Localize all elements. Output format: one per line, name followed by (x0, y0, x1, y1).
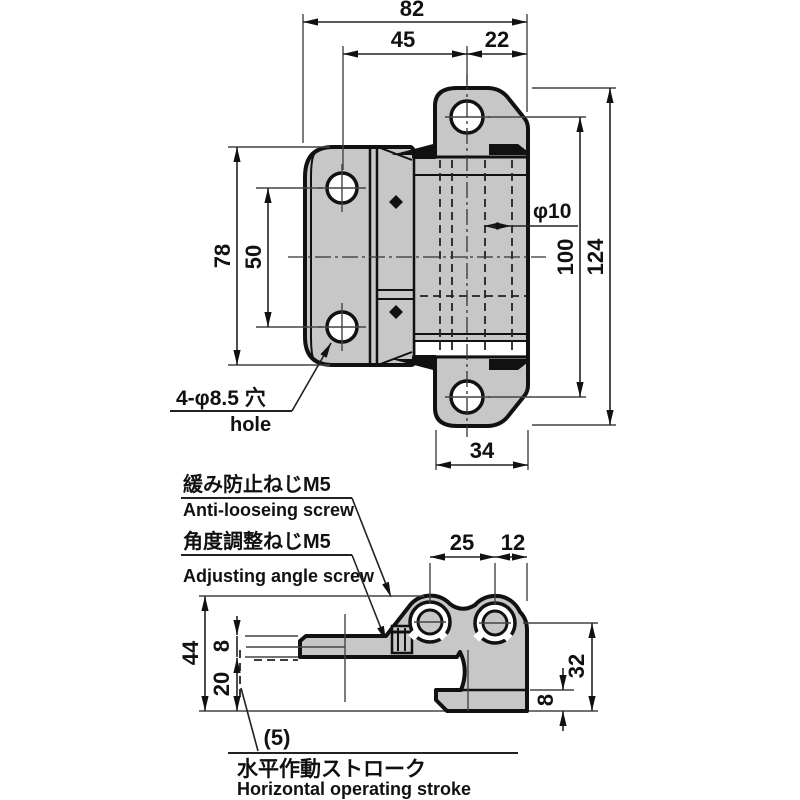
dim-text-82: 82 (400, 0, 424, 21)
dim-text-12: 12 (501, 530, 525, 555)
dim-text-44: 44 (178, 640, 203, 665)
dim-text-50: 50 (241, 245, 266, 269)
ring-notch (436, 629, 448, 641)
pin-rivet (389, 305, 403, 319)
dim-text-phi10: φ10 (533, 200, 571, 223)
dim-text-45: 45 (391, 27, 415, 52)
hole-note-jp: 4-φ8.5 穴 (176, 386, 266, 410)
ring-notch (408, 629, 420, 641)
hole-callout: 4-φ8.5 穴 hole (170, 342, 332, 436)
dim-text-20: 20 (209, 672, 234, 696)
dim-text-78: 78 (210, 244, 235, 268)
tab-junction-wedge (489, 359, 527, 370)
tab-junction-wedge (391, 143, 437, 155)
anti-loosening-label-jp: 緩み防止ねじM5 (183, 472, 331, 496)
tab-junction-wedge (391, 359, 437, 371)
leader-line (291, 342, 332, 412)
side-view-labels: 緩み防止ねじM5 Anti-looseing screw 角度調整ねじM5 Ad… (181, 472, 392, 642)
side-view-dimensions: 25 12 44 8 20 32 8 (178, 530, 596, 731)
ring-notch (473, 630, 485, 642)
adjusting-label-en: Adjusting angle screw (183, 566, 375, 586)
top-view-dimensions: 82 45 22 78 50 φ10 100 (210, 0, 616, 470)
leader-line (351, 497, 392, 598)
leader-line (240, 687, 259, 752)
pin-rivet (389, 195, 403, 209)
adjusting-label-jp: 角度調整ねじM5 (183, 529, 331, 553)
stroke-label-en: Horizontal operating stroke (237, 779, 471, 799)
anti-loosening-label-en: Anti-looseing screw (183, 500, 355, 520)
dim-text-22: 22 (485, 27, 509, 52)
leader-line (351, 554, 387, 642)
body-gap-strip (416, 342, 526, 355)
top-view: 82 45 22 78 50 φ10 100 (170, 0, 616, 470)
dim-text-34: 34 (470, 438, 495, 463)
dim-text-124: 124 (583, 238, 608, 275)
stroke-label-jp: 水平作動ストローク (237, 757, 426, 781)
leaf-fold-line (377, 146, 413, 161)
side-view-part (199, 563, 598, 713)
leaf-fold-line (377, 351, 413, 366)
dim-text-32: 32 (564, 654, 589, 678)
stroke-value: (5) (264, 725, 291, 750)
dim-text-8-base: 8 (533, 694, 558, 706)
ring-notch (501, 630, 513, 642)
m5-screw (390, 624, 414, 655)
stroke-callout: (5) 水平作動ストローク Horizontal operating strok… (228, 687, 518, 799)
dim-text-8-arm: 8 (209, 640, 234, 652)
dim-text-25: 25 (450, 530, 474, 555)
dim-text-100: 100 (553, 239, 578, 276)
top-view-part (288, 74, 546, 437)
side-view: 緩み防止ねじM5 Anti-looseing screw 角度調整ねじM5 Ad… (178, 472, 598, 799)
tab-junction-wedge (489, 144, 527, 155)
hole-note-en: hole (230, 414, 271, 436)
